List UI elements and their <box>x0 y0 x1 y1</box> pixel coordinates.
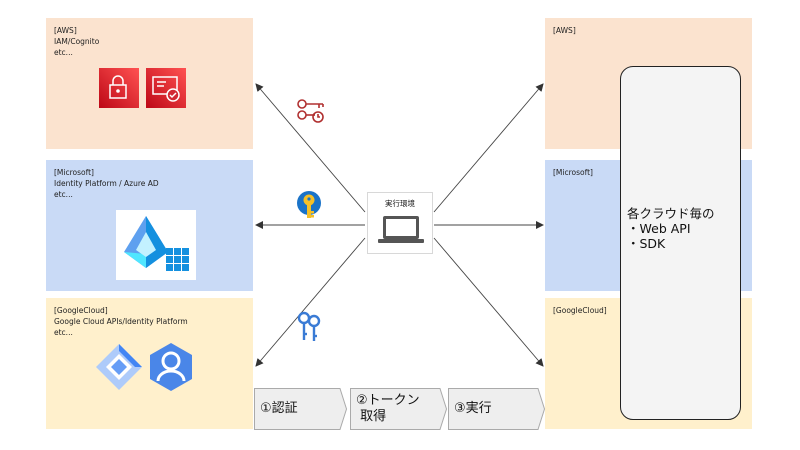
left-googlecloud-panel: [GoogleCloud] Google Cloud APIs/Identity… <box>46 298 253 429</box>
gcp-apis-icon <box>96 344 142 390</box>
arrow-to-right-gc <box>433 237 544 367</box>
gold-key-icon <box>297 191 321 218</box>
step1-label: ①認証 <box>260 401 298 416</box>
aws-iam-icon <box>99 68 139 108</box>
laptop-icon <box>378 216 424 243</box>
step2-shape <box>350 388 447 430</box>
right-googlecloud-text: [GoogleCloud] <box>553 306 607 315</box>
step2-label: ②トークン 取得 <box>356 393 420 424</box>
right-aws-text: [AWS] <box>553 26 576 35</box>
arrow-to-right-aws <box>433 83 544 213</box>
step3-shape <box>448 388 545 430</box>
runtime-box: 実行環境 <box>367 192 433 254</box>
key-chain-icon <box>297 99 324 123</box>
step-execute: ③実行 <box>448 388 545 430</box>
step-authenticate: ①認証 <box>254 388 347 430</box>
left-aws-panel: [AWS] IAM/Cognito etc... <box>46 18 253 149</box>
cloud-api-box: 各クラウド毎の ・Web API ・SDK <box>620 66 741 420</box>
right-microsoft-text: [Microsoft] <box>553 168 593 177</box>
step-get-token: ②トークン 取得 <box>350 388 447 430</box>
left-aws-text: [AWS] IAM/Cognito etc... <box>54 26 100 57</box>
gcp-identity-icon <box>150 343 192 391</box>
left-microsoft-panel: [Microsoft] Identity Platform / Azure AD… <box>46 160 253 291</box>
arrow-to-left-gc <box>255 237 366 367</box>
step1-shape <box>254 388 347 430</box>
azure-ad-icon <box>116 210 196 280</box>
aws-cognito-icon <box>146 68 186 108</box>
cloud-api-text: 各クラウド毎の ・Web API ・SDK <box>627 206 715 251</box>
blue-key-icon <box>297 311 321 341</box>
left-googlecloud-text: [GoogleCloud] Google Cloud APIs/Identity… <box>54 306 188 337</box>
step3-label: ③実行 <box>454 401 492 416</box>
runtime-label: 実行環境 <box>385 199 415 208</box>
left-microsoft-text: [Microsoft] Identity Platform / Azure AD… <box>54 168 159 199</box>
arrow-to-left-aws <box>255 83 366 213</box>
